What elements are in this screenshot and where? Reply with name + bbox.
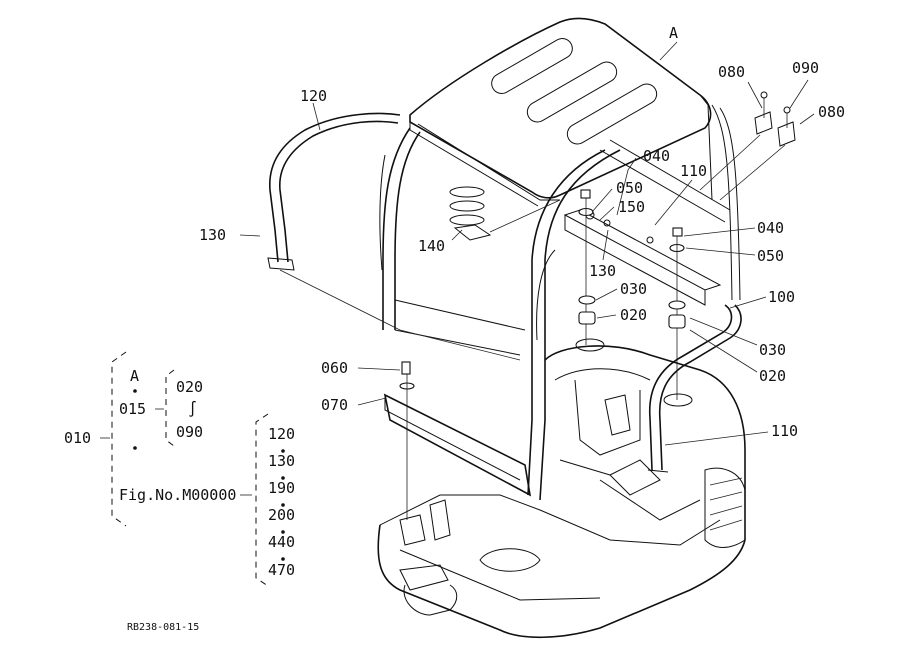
legend-list-item: 470 <box>268 561 295 579</box>
callout-130-center: 130 <box>589 262 616 280</box>
callouts: A 080 090 080 120 040 110 050 150 040 13… <box>199 24 845 440</box>
legend-dot <box>281 503 285 507</box>
side-handrail <box>267 112 521 361</box>
bracket-clips <box>699 91 796 201</box>
seal-rings <box>449 186 561 241</box>
upper-bracket <box>563 139 731 306</box>
leader-lines <box>239 41 815 446</box>
mount-stack-right <box>663 227 693 407</box>
floor-plate <box>383 361 532 520</box>
legend-dot <box>281 557 285 561</box>
callout-100: 100 <box>768 288 795 306</box>
callout-040-upper: 040 <box>643 147 670 165</box>
callout-110-lower: 110 <box>771 422 798 440</box>
callout-120: 120 <box>300 87 327 105</box>
front-handrail <box>647 304 742 473</box>
legend-fig-ref: Fig.No.M00000 <box>119 486 236 504</box>
callout-A: A <box>669 24 678 42</box>
callout-070: 070 <box>321 396 348 414</box>
mount-stack-left <box>575 189 605 352</box>
legend-015: 015 <box>119 400 146 418</box>
legend-list-item: 200 <box>268 506 295 524</box>
callout-090: 090 <box>792 59 819 77</box>
machine-base <box>377 345 746 639</box>
legend-root-010: 010 <box>64 429 91 447</box>
callout-020-upper: 020 <box>620 306 647 324</box>
legend-list-item: 120 <box>268 425 295 443</box>
legend-dot <box>281 476 285 480</box>
legend-range-sep: ∫ <box>188 400 197 418</box>
legend-list-item: 190 <box>268 479 295 497</box>
callout-040-lower: 040 <box>757 219 784 237</box>
legend-range-from: 020 <box>176 378 203 396</box>
canopy-roof <box>409 17 741 301</box>
drawing-code: RB238-081-15 <box>127 622 199 633</box>
callout-110-upper: 110 <box>680 162 707 180</box>
callout-050-upper: 050 <box>616 179 643 197</box>
assembly-legend: 010 A 015 020 ∫ 090 Fig.No.M00000 120 13… <box>64 351 295 587</box>
callout-060: 060 <box>321 359 348 377</box>
callout-030-lower: 030 <box>759 341 786 359</box>
legend-dot <box>281 449 285 453</box>
legend-dot <box>133 389 137 393</box>
callout-080-right: 080 <box>818 103 845 121</box>
callout-020-lower: 020 <box>759 367 786 385</box>
callout-140: 140 <box>418 237 445 255</box>
callout-030-upper: 030 <box>620 280 647 298</box>
legend-dot <box>133 446 137 450</box>
callout-150: 150 <box>618 198 645 216</box>
legend-list-item: 440 <box>268 533 295 551</box>
callout-130-left: 130 <box>199 226 226 244</box>
callout-050-lower: 050 <box>757 247 784 265</box>
legend-range-to: 090 <box>176 423 203 441</box>
legend-group-A: A <box>130 367 139 385</box>
legend-list-item: 130 <box>268 452 295 470</box>
callout-080-left: 080 <box>718 63 745 81</box>
legend-dot <box>281 530 285 534</box>
